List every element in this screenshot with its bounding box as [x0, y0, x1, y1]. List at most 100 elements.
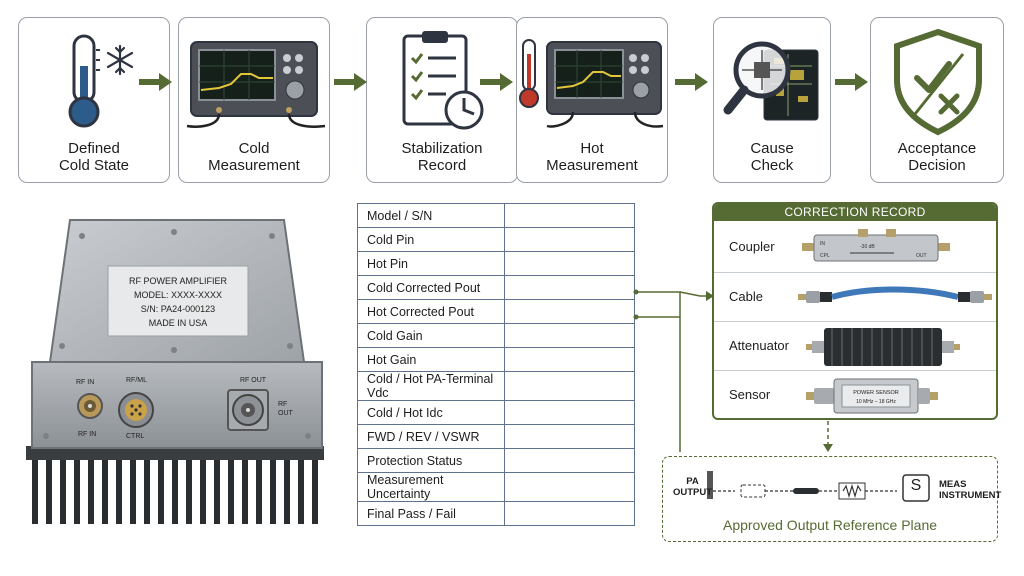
row-label: Model / S/N [357, 203, 505, 228]
port-label-rf-out-side-line: OUT [278, 410, 294, 417]
row-label: Measurement Uncertainty [357, 472, 505, 502]
ctrl-connector [118, 392, 154, 428]
port-label-rf-out-side-line: RF [278, 401, 287, 408]
nameplate-line: RF POWER AMPLIFIER [129, 276, 228, 286]
correction-record-title: CORRECTION RECORD [714, 204, 996, 221]
nameplate-line: MADE IN USA [149, 318, 208, 328]
row-label: Cable [729, 289, 763, 304]
value-cell[interactable] [504, 400, 635, 425]
row-label: Hot Gain [357, 347, 505, 372]
value-cell[interactable] [504, 472, 635, 502]
output-reference-plane-box: PA OUTPUT S MEAS INSTRUMENT Approved Out… [662, 456, 1001, 542]
row-label: Attenuator [729, 338, 789, 353]
table-row: Measurement Uncertainty [357, 472, 635, 502]
correction-row-coupler: Coupler IN CPL -30 dB OUT [714, 223, 996, 272]
row-label: Sensor [729, 387, 771, 402]
attenuator-icon [806, 328, 960, 366]
pa-output-label: PA OUTPUT [673, 476, 713, 498]
nameplate-line: S/N: PA24-000123 [141, 304, 215, 314]
row-label: Cold Corrected Pout [357, 275, 505, 300]
rf-in-connector [77, 393, 103, 419]
reference-chain-diagram [707, 471, 930, 502]
row-label: Cold Pin [357, 227, 505, 252]
step-cause-check: Cause Check [713, 17, 831, 183]
value-cell[interactable] [504, 448, 635, 473]
row-label: Final Pass / Fail [357, 501, 505, 526]
step-defined-cold-state: Defined Cold State [18, 17, 170, 183]
port-label-ctrl-top: RF/ML [126, 377, 147, 384]
flow-arrow [835, 73, 868, 91]
power-sensor-icon: POWER SENSOR 10 MHz – 18 GHz [806, 378, 938, 414]
correction-record-panel: CORRECTION RECORD Coupler IN CPL -30 dB … [712, 202, 998, 420]
step-label: Cold Measurement [208, 140, 300, 174]
table-row: Cold / Hot PA-Terminal Vdc [357, 371, 635, 401]
port-label-rf-in: RF IN [76, 379, 94, 386]
magnifier-circuit-icon [723, 41, 819, 121]
sensor-s-label: S [910, 477, 922, 494]
flow-arrow [334, 73, 367, 91]
flow-arrow [139, 73, 172, 91]
reference-plane-caption: Approved Output Reference Plane [722, 517, 938, 533]
row-label: Hot Pin [357, 251, 505, 276]
coupler-mark: CPL [820, 253, 830, 259]
correction-row-cable: Cable [714, 272, 996, 322]
row-label: Hot Corrected Pout [357, 299, 505, 324]
value-cell[interactable] [504, 251, 635, 276]
step-label: Acceptance Decision [897, 140, 977, 174]
coupler-mark: -30 dB [860, 244, 875, 250]
row-label: Cold Gain [357, 323, 505, 348]
rf-power-amplifier-image: RF POWER AMPLIFIER MODEL: XXXX-XXXX S/N:… [26, 219, 324, 524]
sensor-text: POWER SENSOR [853, 390, 899, 396]
value-cell[interactable] [504, 347, 635, 372]
table-row: Cold Gain [357, 323, 635, 348]
port-label-rf-in-bottom: RF IN [78, 431, 96, 438]
flow-arrow [480, 73, 513, 91]
step-cold-measurement: Cold Measurement [178, 17, 330, 183]
value-cell[interactable] [504, 323, 635, 348]
value-cell[interactable] [504, 424, 635, 449]
table-row: Hot Corrected Pout [357, 299, 635, 324]
row-label: Coupler [729, 239, 775, 254]
table-row: FWD / REV / VSWR [357, 424, 635, 449]
shield-check-cross-icon [894, 28, 982, 136]
table-row: Cold / Hot Idc [357, 400, 635, 425]
step-label: Defined Cold State [58, 140, 130, 174]
table-row: Cold Pin [357, 227, 635, 252]
step-stabilization-record: Stabilization Record [366, 17, 518, 183]
step-acceptance-decision: Acceptance Decision [870, 17, 1004, 183]
port-label-rf-out-side: RF OUT [278, 401, 294, 417]
table-row: Hot Gain [357, 347, 635, 372]
coupler-mark: IN [820, 241, 825, 247]
rf-out-connector [227, 389, 269, 431]
value-cell[interactable] [504, 501, 635, 526]
table-row: Protection Status [357, 448, 635, 473]
value-cell[interactable] [504, 275, 635, 300]
table-row: Model / S/N [357, 203, 635, 228]
checklist-clock-icon [402, 31, 484, 130]
coax-cable-icon [798, 286, 992, 303]
table-row: Hot Pin [357, 251, 635, 276]
value-cell[interactable] [504, 203, 635, 228]
analyzer-hot-thermometer-icon [519, 39, 664, 128]
row-label: Protection Status [357, 448, 505, 473]
step-label: Stabilization Record [401, 140, 483, 174]
row-label: Cold / Hot Idc [357, 400, 505, 425]
row-label: FWD / REV / VSWR [357, 424, 505, 449]
table-row: Cold Corrected Pout [357, 275, 635, 300]
value-cell[interactable] [504, 371, 635, 401]
table-row: Final Pass / Fail [357, 501, 635, 526]
coupler-mark: OUT [916, 253, 927, 259]
correction-row-sensor: Sensor POWER SENSOR 10 MHz – 18 GHz [714, 370, 996, 418]
correction-row-attenuator: Attenuator [714, 321, 996, 371]
spectrum-analyzer-icon [186, 41, 326, 128]
nameplate-line: MODEL: XXXX-XXXX [134, 290, 222, 300]
directional-coupler-icon: IN CPL -30 dB OUT [802, 229, 950, 262]
row-label: Cold / Hot PA-Terminal Vdc [357, 371, 505, 401]
flow-arrow [675, 73, 708, 91]
step-hot-measurement: Hot Measurement [516, 17, 668, 183]
value-cell[interactable] [504, 227, 635, 252]
port-label-rf-out: RF OUT [240, 377, 267, 384]
step-label: Cause Check [750, 140, 794, 174]
port-label-ctrl: CTRL [126, 433, 144, 440]
value-cell[interactable] [504, 299, 635, 324]
